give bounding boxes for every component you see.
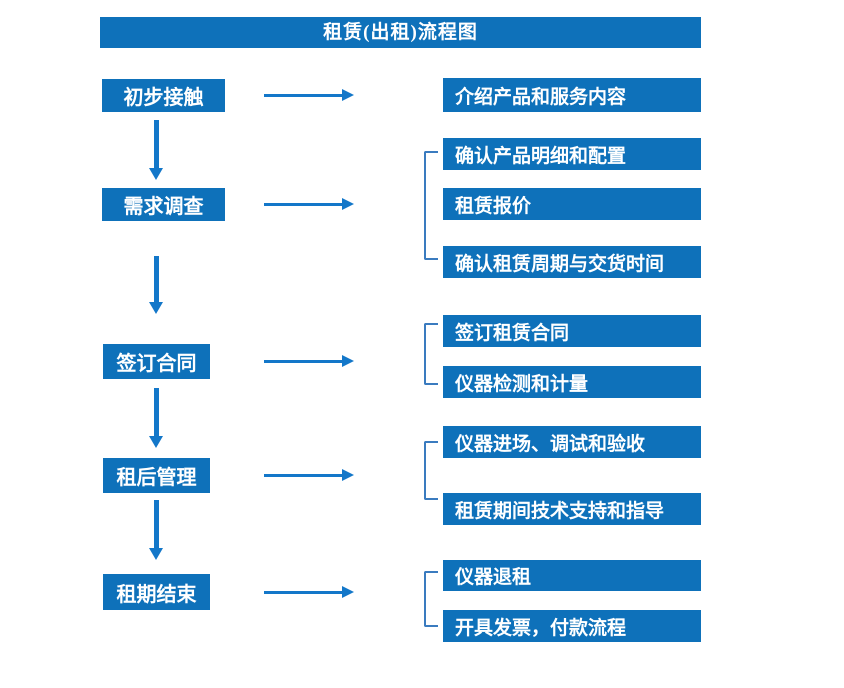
stage-box-sign-contract: 签订合同: [103, 344, 210, 379]
detail-box-invoice-payment: 开具发票，付款流程: [443, 610, 701, 642]
detail-box-tech-support: 租赁期间技术支持和指导: [443, 493, 701, 525]
detail-box-instrument-testing: 仪器检测和计量: [443, 366, 701, 398]
arrow-right-icon: [264, 89, 354, 102]
detail-box-introduce-products: 介绍产品和服务内容: [443, 78, 701, 112]
arrow-down-icon: [149, 120, 164, 180]
detail-box-instrument-setup: 仪器进场、调试和验收: [443, 426, 701, 458]
bracket-connector: [424, 571, 438, 627]
stage-box-demand-survey: 需求调查: [102, 188, 225, 221]
bracket-connector: [424, 151, 438, 260]
arrow-down-icon: [149, 256, 164, 314]
detail-box-rental-quote: 租赁报价: [443, 188, 701, 220]
detail-box-instrument-return: 仪器退租: [443, 560, 701, 591]
arrow-right-icon: [264, 469, 354, 482]
arrow-right-icon: [264, 586, 354, 599]
arrow-down-icon: [149, 388, 164, 448]
stage-box-lease-end: 租期结束: [103, 574, 210, 610]
bracket-connector: [424, 441, 438, 500]
stage-box-post-rental-mgmt: 租后管理: [103, 458, 210, 493]
arrow-right-icon: [264, 355, 354, 368]
bracket-connector: [424, 323, 438, 385]
detail-box-confirm-config: 确认产品明细和配置: [443, 138, 701, 170]
detail-box-confirm-period: 确认租赁周期与交货时间: [443, 246, 701, 278]
stage-box-initial-contact: 初步接触: [102, 79, 225, 112]
flowchart-title: 租赁(出租)流程图: [100, 17, 701, 48]
arrow-down-icon: [149, 500, 164, 560]
arrow-right-icon: [264, 198, 354, 211]
detail-box-sign-lease-contract: 签订租赁合同: [443, 315, 701, 347]
